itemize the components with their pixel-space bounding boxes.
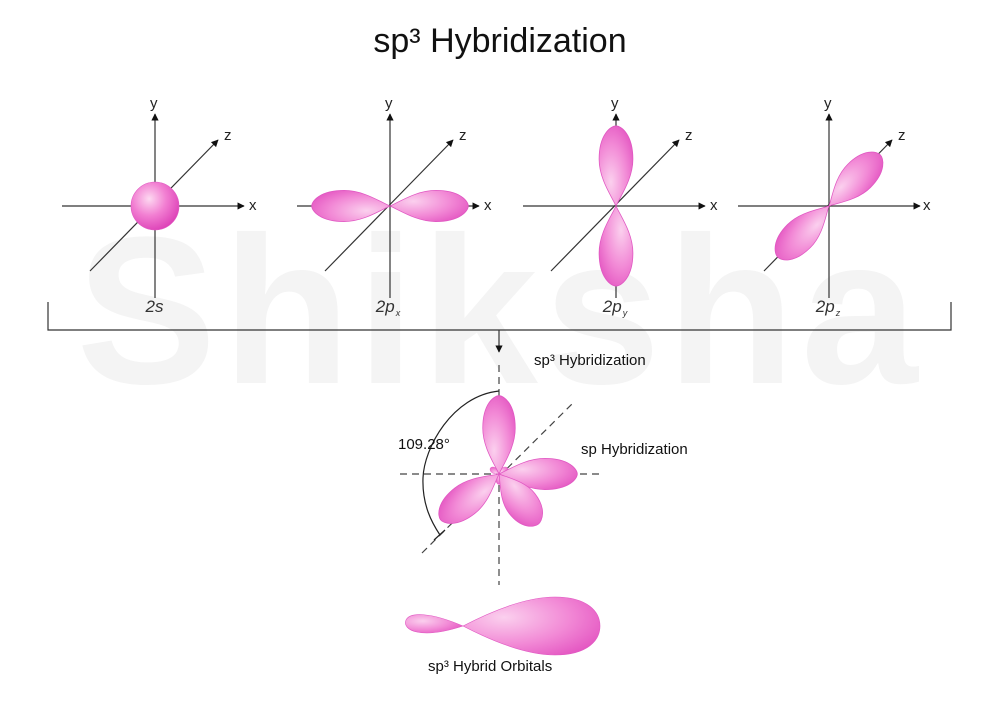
orbital-label-sub: z [835,308,841,318]
axis-label-z: z [459,127,467,144]
watermark: Shiksha [76,193,924,428]
s-orbital-sphere [130,181,180,231]
axis-label-y: y [611,95,619,112]
orbital-label-main: 2s [145,297,164,316]
sp3-hybrid-orbital [405,596,601,656]
sp3-hybridization-label: sp³ Hybridization [534,352,646,369]
axis-label-z: z [898,127,906,144]
axis-label-z: z [224,127,232,144]
orbital-label-main: 2p [375,297,395,316]
orbital-panel-2s [62,113,245,298]
axis-label-x: x [484,197,492,214]
orbital-label-2pz: 2pz [798,298,858,318]
orbital-panel-2px [297,113,480,298]
orbital-label-2py: 2py [585,298,645,318]
axis-label-z: z [685,127,693,144]
bond-angle-label: 109.28° [398,436,450,453]
page-title: sp³ Hybridization [373,22,627,60]
axis-label-y: y [824,95,832,112]
axis-label-y: y [150,95,158,112]
orbital-panel-2py [523,113,706,298]
axis-label-x: x [710,197,718,214]
orbital-label-main: 2p [602,297,622,316]
axis-label-y: y [385,95,393,112]
orbital-label-2s: 2s [125,298,185,318]
axis-label-x: x [249,197,257,214]
orbital-label-main: 2p [815,297,835,316]
sp-hybridization-label: sp Hybridization [581,441,688,458]
sp3-hybrid-orbitals-caption: sp³ Hybrid Orbitals [428,658,553,675]
sp3-arrangement [400,365,600,585]
orbital-label-2px: 2px [358,298,418,318]
orbital-panel-2pz [738,113,921,298]
axis-label-x: x [923,197,931,214]
orbital-label-sub: x [395,308,401,318]
orbital-label-sub: y [622,308,628,318]
combine-bracket [47,302,952,353]
